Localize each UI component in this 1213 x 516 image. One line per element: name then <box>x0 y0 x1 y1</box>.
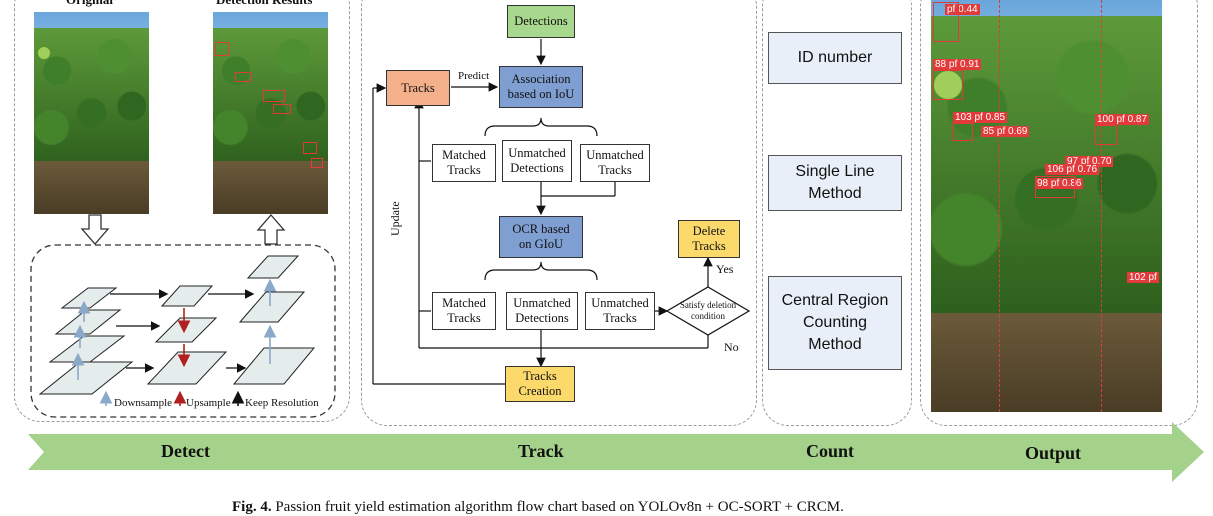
track-panel <box>361 0 757 426</box>
detection-label: 98 pf 0.86 <box>1035 178 1084 189</box>
no-label: No <box>724 340 739 354</box>
stage-track: Track <box>518 441 564 461</box>
output-image: 88 pf 0.91 103 pf 0.85 85 pf 0.69 100 pf… <box>931 0 1162 412</box>
detection-label: 100 pf 0.87 <box>1095 114 1150 125</box>
unmatched-detections-1: Unmatched Detections <box>502 140 572 182</box>
unmatched-detections-2: Unmatched Detections <box>506 292 578 330</box>
detection-results-label: Detection Results <box>216 0 312 8</box>
original-label: Original <box>66 0 113 8</box>
feature-map <box>246 255 300 279</box>
matched-tracks-1-text: Matched Tracks <box>442 148 486 177</box>
central-region-method-text: Central Region Counting Method <box>781 292 889 353</box>
single-line-method-text: Single Line Method <box>795 163 875 202</box>
caption-text: Passion fruit yield estimation algorithm… <box>275 499 844 515</box>
ocr-box: OCR based on GIoU <box>499 216 583 258</box>
association-box: Association based on IoU <box>499 66 583 108</box>
stage-detect: Detect <box>161 441 210 461</box>
id-number-box: ID number <box>768 32 902 84</box>
output-panel <box>920 0 1198 426</box>
feature-map <box>154 317 218 343</box>
legend-keep-resolution: Keep Resolution <box>245 397 319 409</box>
id-number-text: ID number <box>797 49 873 66</box>
detections-box: Detections <box>507 5 575 38</box>
detect-panel <box>14 0 350 422</box>
delete-tracks-text: Delete Tracks <box>692 224 726 253</box>
detection-label: 102 pf <box>1127 272 1159 283</box>
feature-map <box>48 335 126 363</box>
feature-map <box>232 347 316 385</box>
down-hollow-arrow <box>80 214 110 245</box>
detection-label: pf 0.44 <box>945 4 980 15</box>
deletion-decision-diamond <box>665 286 751 336</box>
delete-tracks-box: Delete Tracks <box>678 220 740 258</box>
feature-map <box>54 309 122 335</box>
original-image <box>34 12 149 214</box>
feature-map <box>146 351 228 385</box>
association-text: Association based on IoU <box>507 72 575 101</box>
ocr-text: OCR based on GIoU <box>512 222 570 251</box>
up-hollow-arrow <box>256 214 286 245</box>
predict-label: Predict <box>458 70 490 82</box>
tracks-creation-text: Tracks Creation <box>518 369 562 398</box>
stage-count: Count <box>806 441 855 461</box>
tracks-creation-box: Tracks Creation <box>505 366 575 402</box>
unmatched-detections-1-text: Unmatched Detections <box>508 146 566 175</box>
detection-label: 97 pf 0.70 <box>1065 156 1114 167</box>
unmatched-tracks-1-text: Unmatched Tracks <box>586 148 644 177</box>
detection-label: 106 pf 0.76 <box>1045 164 1100 175</box>
unmatched-tracks-2-text: Unmatched Tracks <box>591 296 649 325</box>
feature-map <box>60 287 118 309</box>
feature-map <box>38 361 134 395</box>
detection-label: 103 pf 0.85 <box>953 112 1008 123</box>
matched-tracks-1: Matched Tracks <box>432 144 496 182</box>
track-connectors <box>372 39 751 385</box>
legend-downsample: Downsample <box>114 397 173 409</box>
detection-label: 85 pf 0.69 <box>981 126 1030 137</box>
feature-map <box>160 285 214 307</box>
unmatched-tracks-2: Unmatched Tracks <box>585 292 655 330</box>
network-diagram <box>30 244 336 418</box>
caption-prefix: Fig. 4. <box>232 499 272 515</box>
stage-arrow-band <box>28 422 1204 482</box>
yes-label: Yes <box>716 262 734 276</box>
detection-label: 88 pf 0.91 <box>933 59 982 70</box>
single-line-method-box: Single Line Method <box>768 155 902 211</box>
unmatched-tracks-1: Unmatched Tracks <box>580 144 650 182</box>
stage-output: Output <box>1025 443 1082 463</box>
figure-caption: Fig. 4. Passion fruit yield estimation a… <box>232 499 844 516</box>
counting-line-left <box>999 0 1000 412</box>
count-panel <box>762 0 912 426</box>
feature-map <box>238 291 306 323</box>
legend-upsample: Upsample <box>186 397 231 409</box>
central-region-method-box: Central Region Counting Method <box>768 276 902 370</box>
decision-label: Satisfy deletion condition <box>679 300 737 321</box>
matched-tracks-2: Matched Tracks <box>432 292 496 330</box>
update-label: Update <box>388 201 402 236</box>
counting-line-right <box>1101 0 1102 412</box>
detection-results-image <box>213 12 328 214</box>
tracks-box: Tracks <box>386 70 450 106</box>
unmatched-detections-2-text: Unmatched Detections <box>513 296 571 325</box>
matched-tracks-2-text: Matched Tracks <box>442 296 486 325</box>
